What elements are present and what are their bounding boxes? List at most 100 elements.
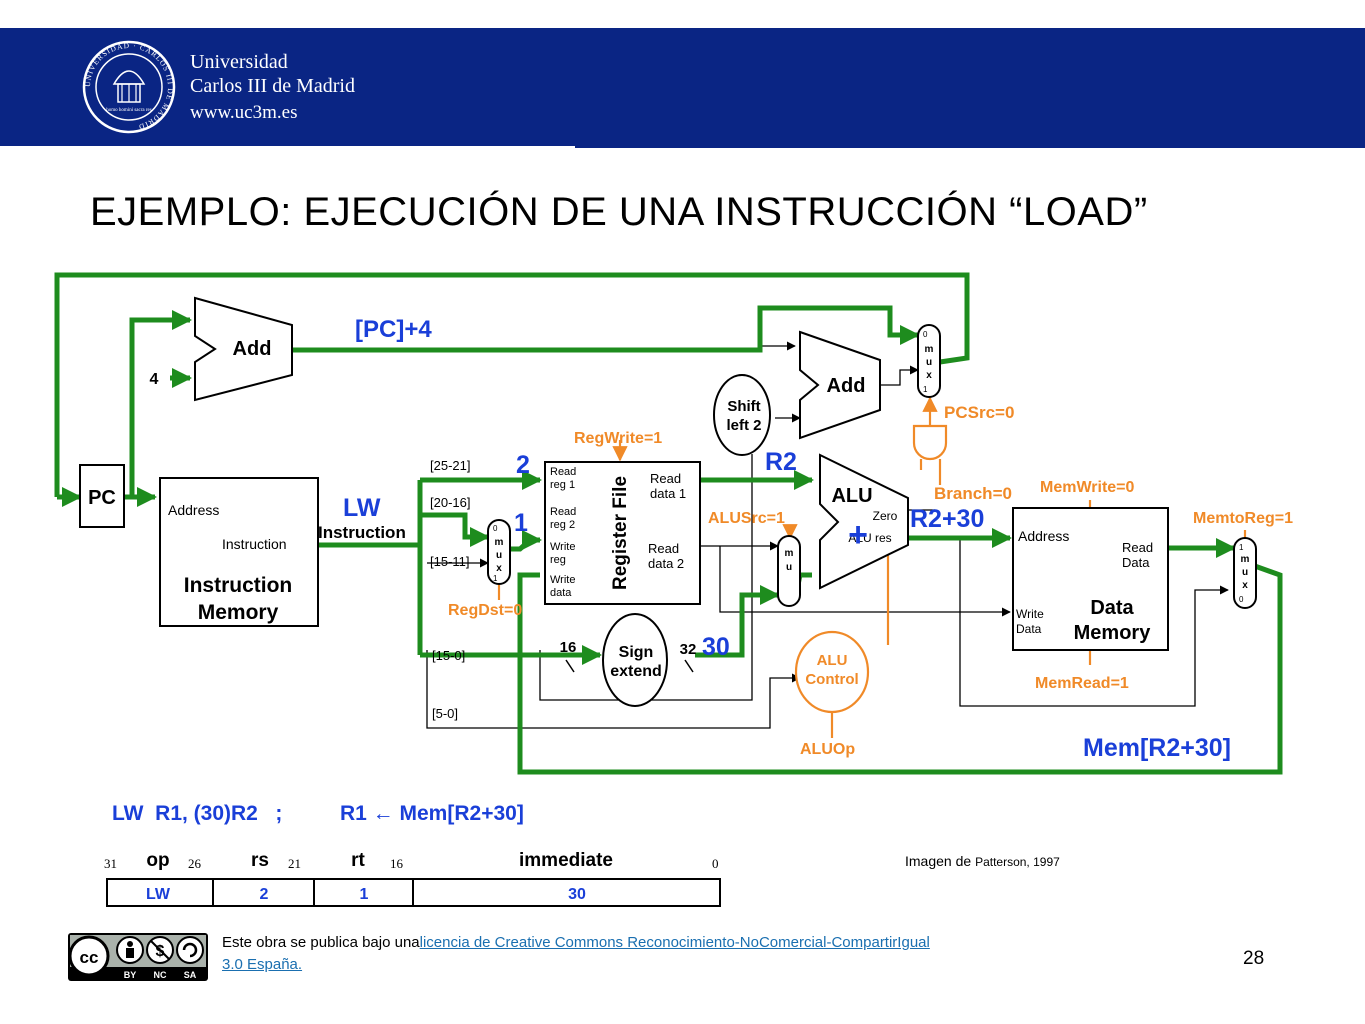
license-text: Este obra se publica bajo una <box>222 934 420 951</box>
value-immediate: 30 <box>702 633 730 661</box>
wire-rt <box>420 512 490 547</box>
svg-text:cc: cc <box>80 948 99 967</box>
rf-read-data2-b: data 2 <box>648 556 684 571</box>
control-pcsrc: PCSrc=0 <box>944 403 1014 422</box>
mux-regdst-m: m <box>495 537 504 548</box>
mux-regdst-u: u <box>496 550 502 561</box>
rf-read-reg1-b: reg 1 <box>550 479 575 491</box>
creative-commons-badge-icon[interactable]: cc $ BY NC SA <box>68 933 208 981</box>
control-regwrite: RegWrite=1 <box>574 430 662 447</box>
wire-mux-to-writereg <box>510 530 542 552</box>
badge-by: BY <box>124 970 137 980</box>
register-file <box>544 461 701 605</box>
mux-pc-in0: 0 <box>923 330 928 339</box>
university-seal-icon: UNIVERSIDAD · CARLOS III DE MADRID homo … <box>82 40 176 134</box>
mux-memtoreg-in1: 1 <box>1239 543 1244 552</box>
header-rule <box>575 146 1365 148</box>
field-5-0: [5-0] <box>432 706 458 721</box>
university-website[interactable]: www.uc3m.es <box>190 102 298 123</box>
alu-add-operation: + <box>848 516 868 554</box>
rf-write-reg-b: reg <box>550 554 566 566</box>
constant-four: 4 <box>150 371 159 388</box>
value-r2: R2 <box>765 448 797 476</box>
license-notice: Este obra se publica bajo unalicencia de… <box>222 932 942 976</box>
imem-instruction-port: Instruction <box>222 536 287 552</box>
format-header-immediate: immediate <box>519 850 613 871</box>
credit-prefix: Imagen de <box>905 853 976 869</box>
alu-label: ALU <box>831 485 872 507</box>
header-banner <box>0 28 1365 146</box>
format-bit-numbers: 31 26 21 16 0 <box>104 856 719 871</box>
badge-sa: SA <box>184 970 197 980</box>
field-15-0: [15-0] <box>432 648 465 663</box>
value-mem-result: Mem[R2+30] <box>1083 734 1231 762</box>
alu-control-label-2: Control <box>805 671 858 688</box>
university-name-line1: Universidad <box>190 51 288 73</box>
shift-label-1: Shift <box>727 398 760 415</box>
bus-width-16: 16 <box>560 639 577 656</box>
imem-address-port: Address <box>168 502 219 518</box>
mux-regdst-in0: 0 <box>493 524 498 533</box>
university-name-line2: Carlos III de Madrid <box>190 75 355 97</box>
dmem-title-2: Memory <box>1074 622 1152 644</box>
format-header-rs: rs <box>251 850 269 871</box>
license-link[interactable]: licencia de Creative Commons Reconocimie… <box>222 934 930 973</box>
adder-pc4 <box>194 296 293 402</box>
wire-signext-to-mux <box>695 585 780 658</box>
mux-memtoreg <box>1233 537 1257 609</box>
value-pc-plus-4: [PC]+4 <box>355 316 432 343</box>
sign-extend <box>602 613 668 707</box>
adder-branch <box>799 330 881 440</box>
bit-31: 31 <box>104 856 117 871</box>
control-regdst: RegDst=0 <box>448 602 522 619</box>
instruction-format: 31 26 21 16 0 op rs rt immediate LW 2 1 … <box>104 850 721 907</box>
sign-extend-label-2: extend <box>610 663 662 680</box>
image-credit: Imagen de Patterson, 1997 <box>905 853 1060 869</box>
value-instruction-label: Instruction <box>318 523 406 542</box>
page-number: 28 <box>1243 948 1265 969</box>
format-value-immediate: 30 <box>568 886 586 903</box>
dmem-write-data-b: Data <box>1016 622 1042 636</box>
rf-read-data1-a: Read <box>650 471 681 486</box>
pc-label: PC <box>88 487 116 509</box>
value-rt: 1 <box>514 509 528 537</box>
format-values: LW 2 1 30 <box>146 886 586 903</box>
dmem-read-data-b: Data <box>1122 555 1150 570</box>
wire-readdata2-to-writedata <box>719 546 1011 617</box>
value-rs: 2 <box>516 451 530 479</box>
dmem-write-data-a: Write <box>1016 607 1044 621</box>
control-wires <box>497 396 1247 738</box>
credit-source: Patterson, 1997 <box>975 855 1060 869</box>
alu-zero-port: Zero <box>873 509 898 523</box>
rf-read-reg1-a: Read <box>550 466 576 478</box>
field-20-16: [20-16] <box>430 495 470 510</box>
and-gate <box>912 424 948 461</box>
wire-alures-bypass <box>959 538 1229 707</box>
dmem-title-1: Data <box>1090 597 1134 619</box>
svg-text:$: $ <box>156 943 165 960</box>
bit-16: 16 <box>390 856 404 871</box>
rf-read-data2-a: Read <box>648 541 679 556</box>
rf-write-reg-a: Write <box>550 541 575 553</box>
instruction-asm: LW R1, (30)R2 ; <box>112 802 282 825</box>
dmem-read-data-a: Read <box>1122 540 1153 555</box>
imem-title-1: Instruction <box>184 574 293 597</box>
inactive-wires <box>426 341 1229 729</box>
field-25-21: [25-21] <box>430 458 470 473</box>
mux-pc-x: x <box>926 370 932 381</box>
shift-label-2: left 2 <box>726 417 761 434</box>
control-memwrite: MemWrite=0 <box>1040 479 1135 496</box>
format-header-op: op <box>146 850 169 871</box>
wire-pc-to-add <box>129 310 192 497</box>
rf-read-reg2-b: reg 2 <box>550 519 575 531</box>
alu-result-port: ALU res <box>848 531 891 545</box>
wire-pc4 <box>292 305 920 353</box>
control-memread: MemRead=1 <box>1035 675 1129 692</box>
mux-alusrc-m: m <box>785 548 794 559</box>
badge-nc: NC <box>154 970 167 980</box>
mux-regdst-x: x <box>496 563 502 574</box>
mux-alusrc <box>777 535 801 607</box>
seal-motto: homo homini sacra res <box>106 108 151 113</box>
mux-regdst-in1: 1 <box>493 574 498 583</box>
control-memtoreg: MemtoReg=1 <box>1193 510 1293 527</box>
